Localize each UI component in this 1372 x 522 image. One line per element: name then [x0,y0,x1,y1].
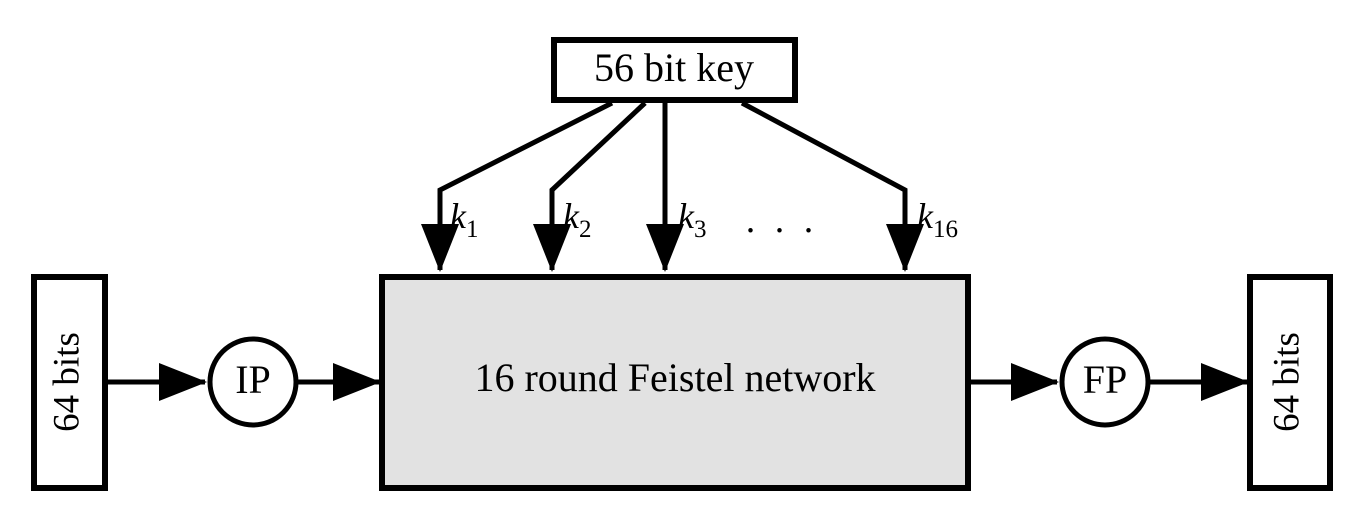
initial-permutation-circle[interactable] [207,336,299,428]
subkey-k3-sub: 3 [694,216,707,243]
key-box[interactable] [551,37,798,103]
output-bits-box[interactable] [1247,274,1333,491]
final-permutation-circle[interactable] [1059,336,1151,428]
subkey-k1-base: k [450,196,467,236]
output-bits-label: 64 bits [1266,332,1307,432]
subkey-ellipsis: . . . [746,199,819,241]
feistel-network-block[interactable] [379,274,971,491]
subkey-k2-sub: 2 [579,216,592,243]
subkey-k1: k1 [450,196,478,243]
feistel-network-label: 16 round Feistel network [474,355,875,400]
edge-key-to-k16 [740,100,924,273]
fp-label: FP [1083,357,1128,402]
subkey-k3-base: k [678,196,695,236]
input-bits-box[interactable] [31,274,108,491]
edge-key-to-k2 [533,101,647,273]
ip-label: IP [235,357,271,402]
key-box-label: 56 bit key [594,45,754,90]
subkey-k16: k16 [917,196,958,243]
subkey-k16-sub: 16 [933,216,958,243]
input-bits-label: 64 bits [46,332,87,432]
subkey-k1-sub: 1 [466,216,479,243]
subkey-k16-base: k [917,196,934,236]
edge-key-to-k1 [421,100,614,273]
subkey-k2-base: k [563,196,580,236]
subkey-k2: k2 [563,196,591,243]
subkey-k3: k3 [678,196,706,243]
